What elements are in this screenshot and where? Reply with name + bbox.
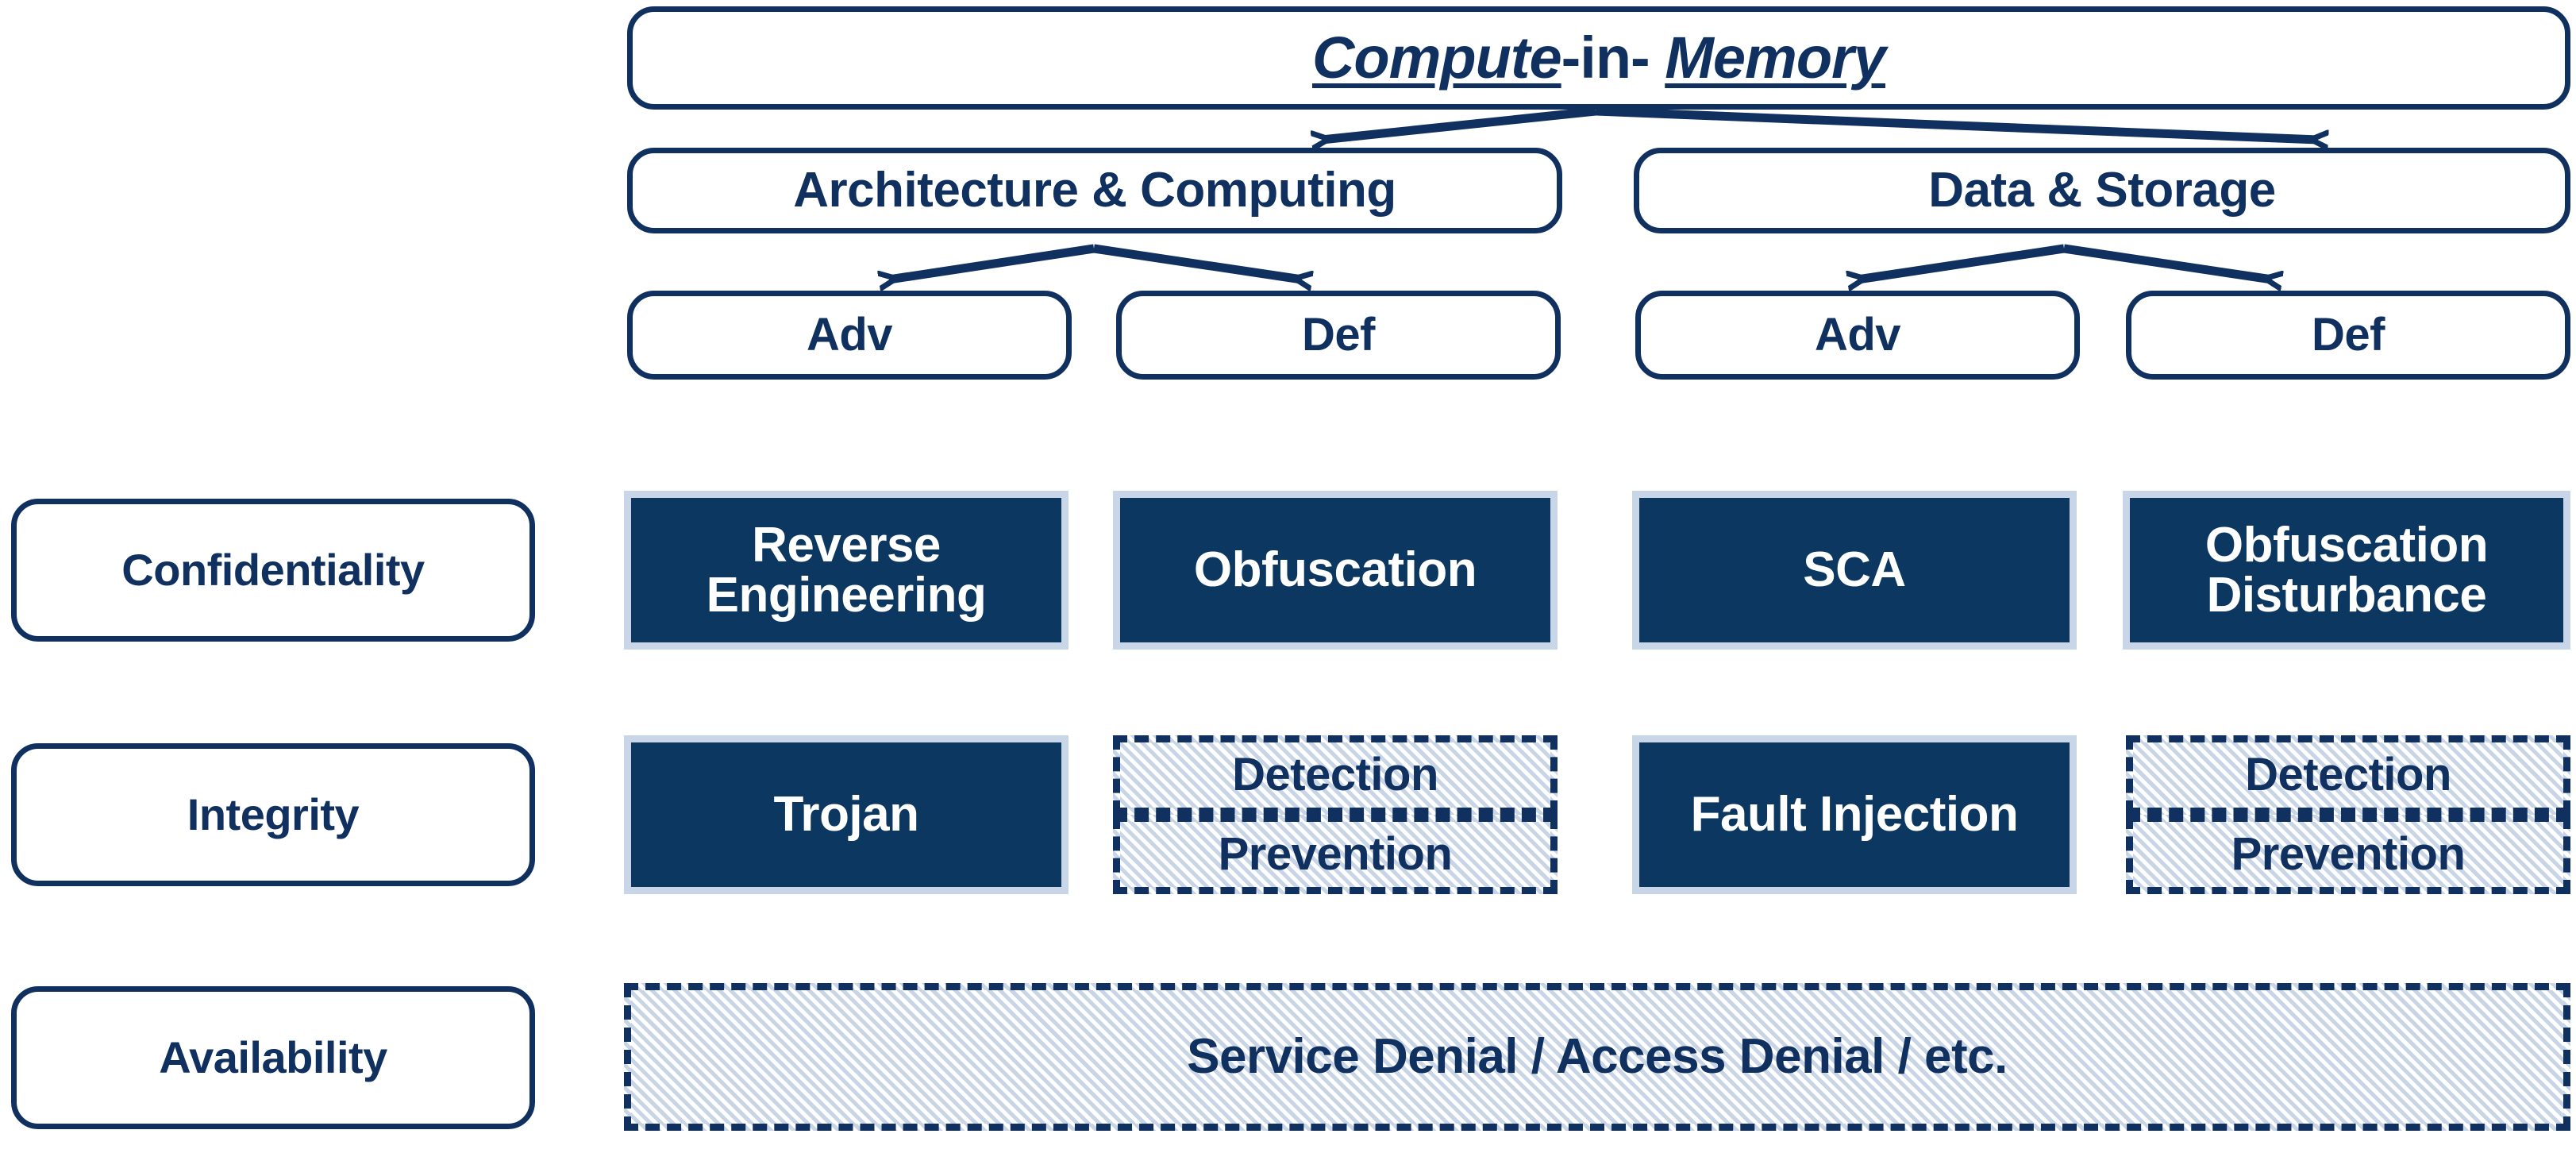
cell-confidentiality-def-arch-label: Obfuscation bbox=[1193, 542, 1477, 598]
row-label-availability-text: Availability bbox=[159, 1032, 387, 1082]
row-label-confidentiality[interactable]: Confidentiality bbox=[11, 499, 535, 642]
cell-confidentiality-adv-arch-label: Reverse Engineering bbox=[706, 517, 987, 623]
cell-availability-span-label: Service Denial / Access Denial / etc. bbox=[1187, 1029, 2008, 1085]
cell-integrity-def-arch-prevention-label: Prevention bbox=[1218, 828, 1453, 881]
node-data-adv[interactable]: Adv bbox=[1635, 291, 2080, 380]
cell-integrity-def-data-prevention[interactable]: Prevention bbox=[2126, 815, 2570, 894]
arrow-data-to-def bbox=[2063, 244, 2272, 280]
node-arch-adv[interactable]: Adv bbox=[627, 291, 1072, 380]
cell-integrity-def-arch-detection-label: Detection bbox=[1232, 749, 1438, 801]
row-label-confidentiality-text: Confidentiality bbox=[121, 544, 425, 595]
cell-confidentiality-def-data-label: Obfuscation Disturbance bbox=[2204, 517, 2489, 623]
node-arch-adv-label: Adv bbox=[806, 308, 893, 361]
cell-integrity-def-arch-prevention[interactable]: Prevention bbox=[1113, 815, 1558, 894]
cell-integrity-adv-data-label: Fault Injection bbox=[1690, 787, 2019, 843]
arrow-data-to-adv bbox=[1858, 244, 2065, 280]
row-label-availability[interactable]: Availability bbox=[11, 986, 535, 1129]
cell-confidentiality-def-data[interactable]: Obfuscation Disturbance bbox=[2123, 491, 2570, 650]
node-architecture-and-computing[interactable]: Architecture & Computing bbox=[627, 148, 1562, 233]
row-label-integrity-text: Integrity bbox=[187, 789, 360, 839]
node-arch-def-label: Def bbox=[1302, 308, 1375, 361]
cell-confidentiality-adv-arch[interactable]: Reverse Engineering bbox=[624, 491, 1069, 650]
node-data-and-storage[interactable]: Data & Storage bbox=[1634, 148, 2570, 233]
node-data-and-storage-label: Data & Storage bbox=[1928, 163, 2276, 218]
cell-integrity-def-data-detection-label: Detection bbox=[2245, 749, 2451, 801]
cell-integrity-def-data-prevention-label: Prevention bbox=[2231, 828, 2466, 881]
cell-confidentiality-adv-data-label: SCA bbox=[1803, 542, 1906, 598]
cell-availability-span[interactable]: Service Denial / Access Denial / etc. bbox=[624, 983, 2570, 1131]
arrow-root-to-data bbox=[1595, 106, 2318, 140]
cell-confidentiality-adv-data[interactable]: SCA bbox=[1632, 491, 2077, 650]
cell-confidentiality-def-arch[interactable]: Obfuscation bbox=[1113, 491, 1558, 650]
cell-integrity-adv-arch-label: Trojan bbox=[773, 787, 919, 843]
arrow-architecture-to-def bbox=[1093, 244, 1302, 280]
title-emphasis-memory: Memory bbox=[1665, 25, 1886, 91]
node-arch-def[interactable]: Def bbox=[1116, 291, 1561, 380]
arrow-architecture-to-adv bbox=[889, 244, 1095, 280]
node-data-def[interactable]: Def bbox=[2126, 291, 2570, 380]
title-emphasis-compute: Compute bbox=[1311, 25, 1562, 91]
cell-integrity-def-arch-detection[interactable]: Detection bbox=[1113, 735, 1558, 815]
cell-integrity-adv-arch[interactable]: Trojan bbox=[624, 735, 1069, 894]
node-compute-in-memory-label: Compute-in- Memory bbox=[1311, 25, 1886, 91]
cell-integrity-adv-data[interactable]: Fault Injection bbox=[1632, 735, 2077, 894]
node-data-def-label: Def bbox=[2312, 308, 2385, 361]
node-architecture-and-computing-label: Architecture & Computing bbox=[793, 163, 1396, 218]
node-compute-in-memory[interactable]: Compute-in- Memory bbox=[627, 6, 2570, 110]
row-label-integrity[interactable]: Integrity bbox=[11, 743, 535, 886]
cell-integrity-def-data-detection[interactable]: Detection bbox=[2126, 735, 2570, 815]
arrow-root-to-architecture bbox=[1322, 106, 1596, 140]
node-data-adv-label: Adv bbox=[1814, 308, 1901, 361]
title-mid: -in- bbox=[1561, 25, 1650, 91]
